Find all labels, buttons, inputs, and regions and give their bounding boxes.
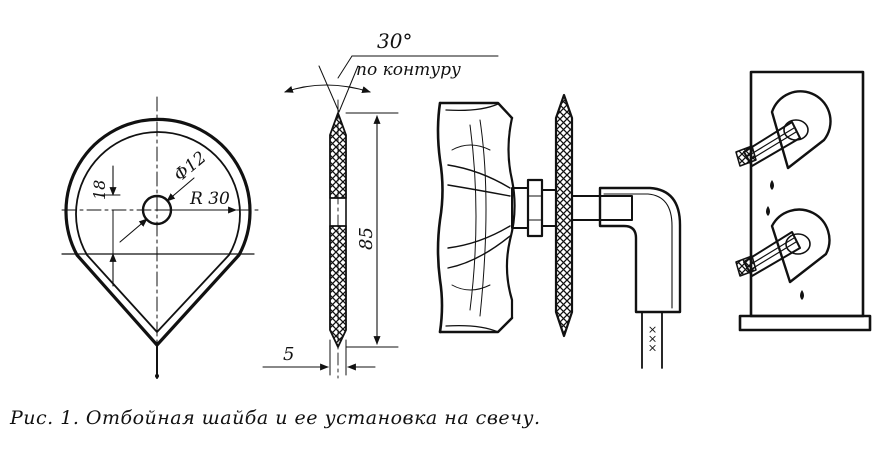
angle-dim-label: 30° [377, 29, 412, 53]
thickness-dim-label: 5 [283, 344, 294, 365]
figure-caption: Рис. 1. Отбойная шайба и ее установка на… [10, 407, 541, 429]
radius-dim-label: R 30 [189, 189, 230, 209]
height-dim-label: 18 [90, 180, 109, 200]
lower-washer [735, 206, 831, 300]
length-dimension: 85 [345, 112, 399, 348]
radius-dimension: R 30 [156, 189, 237, 214]
wire-marks: ××× [646, 325, 659, 353]
height-dimension: 18 [90, 165, 121, 287]
ignition-cable-elbow [598, 186, 682, 314]
thickness-dimension: 5 [262, 339, 376, 376]
panel-plate [749, 70, 865, 318]
washer-front-view: 18 Φ12 R 30 [61, 96, 259, 379]
washer-section-view: 30° по контуру 85 5 [262, 29, 499, 379]
hole-dim-label: Φ12 [170, 148, 210, 186]
panel-base [738, 314, 872, 332]
length-dim-label: 85 [356, 227, 377, 250]
installed-washer [554, 93, 574, 338]
angle-dimension: 30° по контуру [284, 29, 499, 113]
engine-panel-view [735, 70, 872, 332]
upper-washer [735, 90, 832, 190]
washer-outer-contour [64, 117, 252, 347]
washer-inner-contour [75, 131, 241, 333]
contour-note: по контуру [356, 60, 461, 80]
spark-plug-installation: ××× [436, 93, 682, 369]
